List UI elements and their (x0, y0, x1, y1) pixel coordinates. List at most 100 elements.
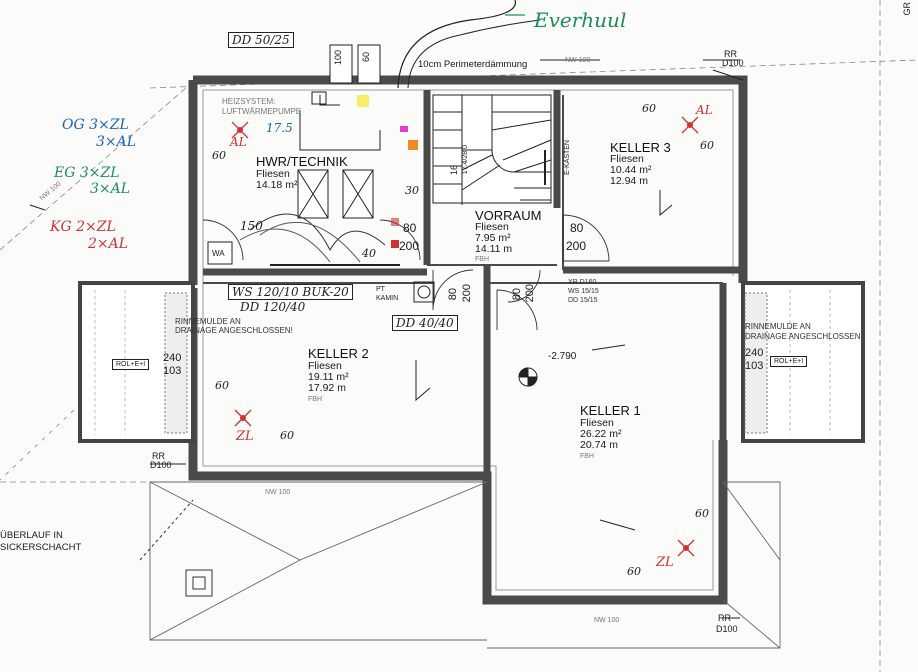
keller3-area: 10.44 m² (610, 164, 652, 176)
hwr-luftwaerme: LUFTWÄRMEPUMPE (222, 107, 302, 116)
right-well-240: 240 (745, 347, 764, 359)
keller1-fbh: FBH (580, 453, 594, 460)
kamin-pt: PT (376, 286, 385, 293)
e-kasten-label: E-KASTEN (564, 140, 571, 176)
left-well-label: RINNEMULDE AN (175, 317, 241, 326)
keller3-name: KELLER 3 (610, 140, 671, 155)
note-dd-top: DD 50/25 (228, 32, 294, 48)
hwr-wa: WA (212, 249, 225, 258)
keller2-perimeter: 17.92 m (308, 382, 346, 394)
outlet-crosses (231, 116, 699, 557)
k1-60a: 60 (695, 507, 709, 520)
legend-og: OG 3×ZL (62, 117, 129, 133)
door-80a: 80 (447, 288, 459, 301)
rr-left: RR (152, 451, 165, 461)
outer-walls-inner (202, 89, 734, 591)
right-well-103: 103 (745, 360, 764, 372)
room-symbols (415, 190, 673, 531)
interior-walls (203, 90, 740, 476)
vorraum-door-80: 80 (570, 221, 584, 235)
door-200a: 200 (461, 284, 473, 303)
ueberlauf-label: ÜBERLAUF IN (0, 530, 63, 541)
keller3-floor: Fliesen (610, 153, 644, 165)
vorraum-fbh: FBH (475, 256, 489, 263)
vorraum-door-200: 200 (566, 239, 587, 253)
k2-60a: 60 (215, 379, 229, 392)
hwr-area: 14.18 m² (256, 179, 298, 191)
stairs (432, 94, 552, 205)
k3-al: AL (696, 103, 713, 117)
right-well-label2: DRAINAGE ANGESCHLOSSEN (745, 332, 861, 341)
hwr-floor: Fliesen (256, 168, 290, 180)
hwr-room-name: HWR/TECHNIK (256, 154, 348, 169)
nw-bottom-mid: NW 100 (265, 489, 291, 496)
hwr-hand-40: 40 (362, 247, 376, 260)
d100-left: D100 (150, 460, 172, 470)
k2-60b: 60 (280, 429, 294, 442)
keller2-floor: Fliesen (308, 360, 342, 372)
sickerschacht-label: SICKERSCHACHT (0, 542, 82, 553)
ws-right-ws: WS 15/15 (568, 288, 599, 295)
door-80b: 80 (511, 288, 523, 301)
d100-bottom: D100 (716, 624, 738, 634)
left-well-240: 240 (163, 352, 182, 364)
hwr-hand-60: 60 (212, 149, 226, 162)
keller1-floor: Fliesen (580, 417, 614, 429)
keller1-area: 26.22 m² (580, 428, 622, 440)
rr-bottom: RR (718, 613, 731, 623)
k2-zl: ZL (236, 429, 254, 444)
hwr-hand-150: 150 (240, 219, 263, 233)
sickerschacht (139, 499, 213, 597)
top-pipes (329, 0, 744, 89)
k3-60b: 60 (700, 139, 714, 152)
dd-note2: DD 120/40 (240, 300, 306, 314)
keller2-area: 19.11 m² (308, 371, 349, 383)
keller1-name: KELLER 1 (580, 403, 641, 418)
legend-eg: EG 3×ZL (54, 165, 120, 181)
keller1-perimeter: 20.74 m (580, 439, 618, 451)
k1-zl: ZL (656, 555, 674, 570)
door-200b: 200 (524, 284, 536, 303)
vorraum-area: 7.95 m² (475, 232, 511, 244)
keller2-name: KELLER 2 (308, 346, 369, 361)
nw-top-label: NW 100 (565, 57, 591, 64)
legend-eg2: 3×AL (90, 181, 131, 197)
note-eventual: Everhuul (534, 8, 627, 32)
legend-kg2: 2×AL (88, 236, 129, 252)
door-swings (202, 214, 610, 331)
ws-right-xr: XR D160 (568, 279, 597, 286)
hwr-hand-30: 30 (405, 184, 419, 197)
right-rol: ROL+E+I (770, 356, 808, 367)
rr-top-right: RR (724, 49, 737, 59)
pipe-100-label: 100 (333, 50, 343, 66)
nw-bottom-right: NW 100 (594, 617, 620, 624)
ws-note: WS 120/10 BUK-20 (228, 284, 353, 300)
terrace-outline (149, 481, 781, 649)
d100-top-right: D100 (722, 58, 744, 68)
level-marks (150, 59, 740, 619)
k3-60a: 60 (642, 102, 656, 115)
vorraum-floor: Fliesen (475, 221, 509, 233)
left-rol: ROL+E+I (112, 359, 150, 370)
hwr-heizsystem: HEIZSYSTEM: (222, 97, 276, 106)
legend-brace (29, 204, 46, 211)
kamin-label: KAMIN (376, 295, 399, 302)
stairs-rise: 17.4/28.0 (462, 145, 469, 175)
dd-note-kamin: DD 40/40 (392, 315, 458, 331)
level-label: -2.790 (548, 351, 577, 362)
stairs-steps: 16 (449, 165, 459, 176)
keller3-perimeter: 12.94 m (610, 175, 648, 187)
gr-edge: GR (902, 2, 912, 16)
legend-og2: 3×AL (96, 134, 137, 150)
hwr-equipment (207, 91, 435, 303)
legend-kg: KG 2×ZL (50, 219, 116, 235)
k1-60b: 60 (627, 565, 641, 578)
left-well-label2: DRAINAGE ANGESCHLOSSEN! (175, 326, 293, 335)
vorraum-perimeter: 14.11 m (475, 243, 513, 255)
hwr-hand-175: 17.5 (266, 121, 293, 135)
left-well-103: 103 (163, 365, 182, 377)
hwr-al-top: AL (230, 135, 247, 149)
pipe-60-label: 60 (361, 52, 371, 63)
